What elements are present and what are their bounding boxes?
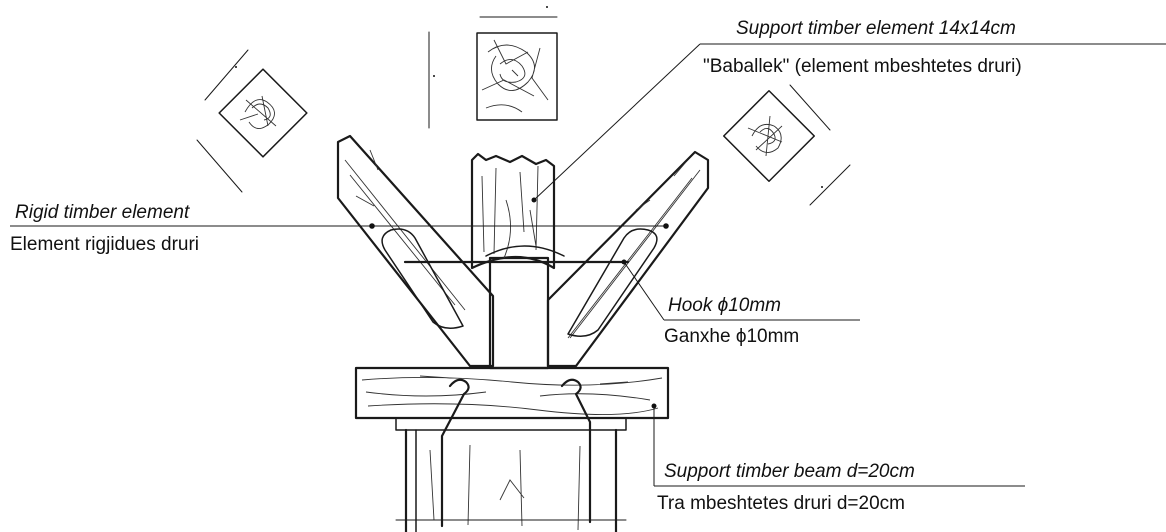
beam-label-en: Support timber beam d=20cm [664, 461, 915, 482]
hook-label-sq: Ganxhe ϕ10mm [664, 326, 799, 347]
vertical-post [488, 256, 550, 370]
left-rigid-element [336, 134, 495, 368]
hook-label-en: Hook ϕ10mm [668, 295, 781, 316]
middle-section-detail [428, 6, 558, 129]
hooks-in-beam [440, 378, 592, 528]
right-section-detail [722, 84, 851, 206]
rigid-element-label-sq: Element rigjidues druri [10, 234, 199, 255]
leader-lines [10, 43, 1166, 487]
lower-column [395, 428, 627, 532]
support-element-label-en: Support timber element 14x14cm [736, 18, 1016, 39]
rigid-element-label-en: Rigid timber element [15, 202, 190, 223]
beam-label-sq: Tra mbeshtetes druri d=20cm [657, 493, 905, 514]
left-section-detail [196, 49, 308, 193]
support-element-label-sq: "Baballek" (element mbeshtetes druri) [703, 56, 1022, 77]
support-timber-element [470, 152, 565, 270]
support-timber-beam [354, 366, 670, 431]
